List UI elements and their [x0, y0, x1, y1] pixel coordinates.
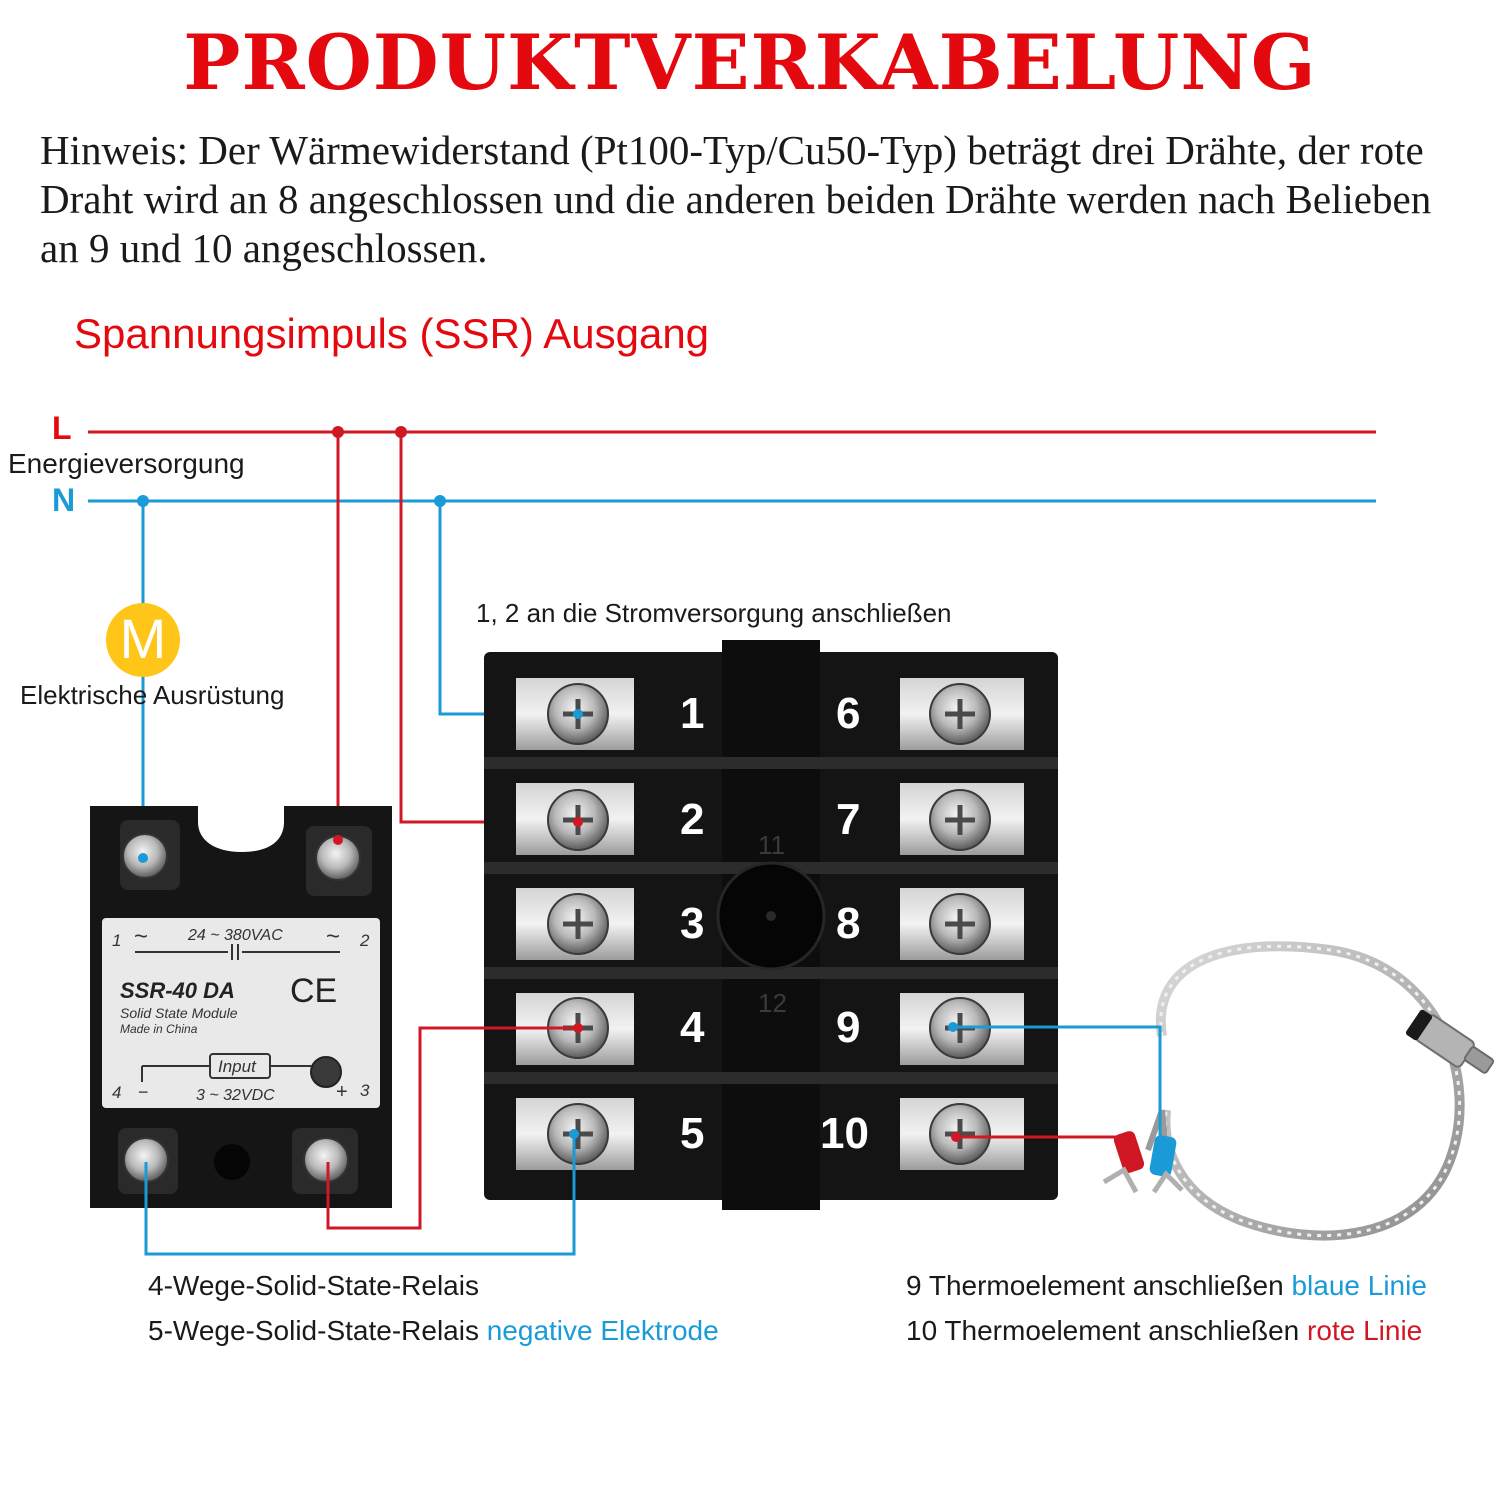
ssr-model: SSR-40 DA — [120, 978, 235, 1003]
ssr-dc-range: 3 ~ 32VDC — [196, 1087, 275, 1104]
ssr-tilde-2: ~ — [326, 923, 340, 950]
ssr-input-label: Input — [218, 1057, 257, 1076]
terminal-label-9: 9 — [836, 1003, 860, 1052]
ssr-ac-range: 24 ~ 380VAC — [187, 927, 283, 944]
wiring-note: Hinweis: Der Wärmewiderstand (Pt100-Typ/… — [40, 127, 1432, 271]
caption-4-way: 4-Wege-Solid-State-Relais — [148, 1270, 479, 1301]
block-mark-bottom: 12 — [758, 988, 787, 1018]
terminal-9-blue-wire — [953, 1025, 1162, 1144]
ssr-pin-3: 3 — [360, 1081, 370, 1100]
ssr-pin-1: 1 — [112, 931, 121, 950]
caption-terminal-9: 9 Thermoelement anschließen blaue Linie — [906, 1270, 1427, 1301]
ssr-plus: + — [336, 1081, 348, 1103]
terminal-label-8: 8 — [836, 899, 860, 948]
terminal-screws-left — [516, 678, 634, 1170]
junction-dot — [395, 426, 407, 438]
ssr-pin-2: 2 — [359, 931, 370, 950]
negative-electrode-highlight: negative Elektrode — [486, 1315, 719, 1346]
terminal-label-5: 5 — [680, 1109, 704, 1158]
terminal-label-4: 4 — [680, 1003, 705, 1052]
ssr-pin-4: 4 — [112, 1083, 121, 1102]
terminal-label-6: 6 — [836, 689, 860, 738]
thermocouple-sensor — [1102, 941, 1495, 1241]
screw-icon — [303, 1137, 349, 1183]
ssr-made-in: Made in China — [120, 1022, 198, 1036]
line-n-label: N — [52, 482, 76, 518]
terminal-5-to-ssr-wire — [144, 1134, 576, 1256]
terminal-label-1: 1 — [680, 689, 704, 738]
ssr-tilde-1: ~ — [134, 923, 148, 950]
load-label: Elektrische Ausrüstung — [20, 680, 285, 710]
terminal-label-3: 3 — [680, 899, 704, 948]
terminal-label-10: 10 — [820, 1109, 869, 1158]
connect-supply-label: 1, 2 an die Stromversorgung anschließen — [476, 598, 952, 628]
ssr-description: Solid State Module — [120, 1005, 238, 1021]
page-title: PRODUKTVERKABELUNG — [183, 18, 1317, 107]
terminal-4-to-ssr-wire — [326, 1026, 578, 1230]
ssr-minus: − — [138, 1082, 149, 1102]
blue-line-highlight: blaue Linie — [1291, 1270, 1427, 1301]
terminal-label-2: 2 — [680, 795, 704, 844]
motor-icon — [106, 603, 180, 677]
terminal-label-7: 7 — [836, 795, 860, 844]
block-mark-top: 11 — [758, 830, 785, 860]
ssr-module: 1 ~ 24 ~ 380VAC ~ 2 SSR-40 DA CE Solid S… — [90, 806, 392, 1208]
caption-5-way: 5-Wege-Solid-State-Relais negative Elekt… — [148, 1315, 719, 1346]
power-supply-label: Energieversorgung — [8, 448, 245, 479]
junction-dot — [332, 426, 344, 438]
junction-dot — [137, 495, 149, 507]
junction-dot — [434, 495, 446, 507]
motor-symbol: M — [119, 607, 167, 670]
ssr-ce-mark: CE — [290, 972, 337, 1010]
caption-terminal-10: 10 Thermoelement anschließen rote Linie — [906, 1315, 1423, 1346]
line-l-label: L — [52, 410, 72, 446]
red-line-highlight: rote Linie — [1307, 1315, 1423, 1346]
section-subtitle: Spannungsimpuls (SSR) Ausgang — [74, 310, 710, 357]
